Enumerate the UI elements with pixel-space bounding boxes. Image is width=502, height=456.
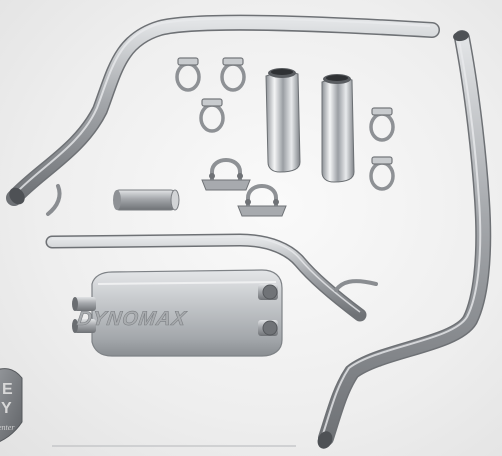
band-clamps [175, 57, 395, 191]
badge-shield-icon: E Y enter [0, 368, 23, 443]
muffler: DYNOMAX [72, 269, 283, 357]
tailpipe-upper [6, 14, 440, 216]
muffler-brand-label: DYNOMAX [76, 308, 189, 330]
pipe-coupler [113, 189, 180, 211]
exhaust-tip-right [321, 74, 355, 183]
badge-letter-top: E [2, 381, 13, 398]
badge-letter-bottom: Y [1, 400, 12, 417]
exhaust-tip-left [265, 68, 301, 173]
tailpipe-right [317, 30, 492, 449]
intermediate-pipe [45, 233, 378, 322]
u-clamps [201, 158, 287, 217]
badge-caption: enter [0, 423, 15, 432]
